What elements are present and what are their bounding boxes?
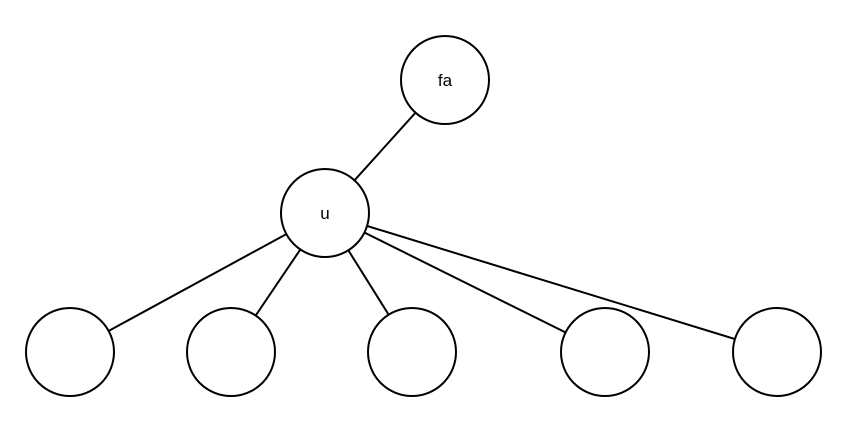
node-circle — [560, 307, 650, 397]
node-circle — [25, 307, 115, 397]
node-circle — [400, 35, 490, 125]
edge-u-c4 — [324, 212, 606, 353]
node-circle — [367, 307, 457, 397]
node-circle — [280, 168, 370, 258]
node-u: u — [280, 168, 370, 258]
node-c4 — [560, 307, 650, 397]
node-c3 — [367, 307, 457, 397]
node-circle — [186, 307, 276, 397]
node-fa: fa — [400, 35, 490, 125]
node-c1 — [25, 307, 115, 397]
edge-u-c1 — [69, 212, 326, 353]
edge-u-c5 — [324, 212, 778, 353]
node-c2 — [186, 307, 276, 397]
node-label: fa — [438, 71, 453, 90]
node-c5 — [732, 307, 822, 397]
node-label: u — [320, 204, 329, 223]
node-circle — [732, 307, 822, 397]
